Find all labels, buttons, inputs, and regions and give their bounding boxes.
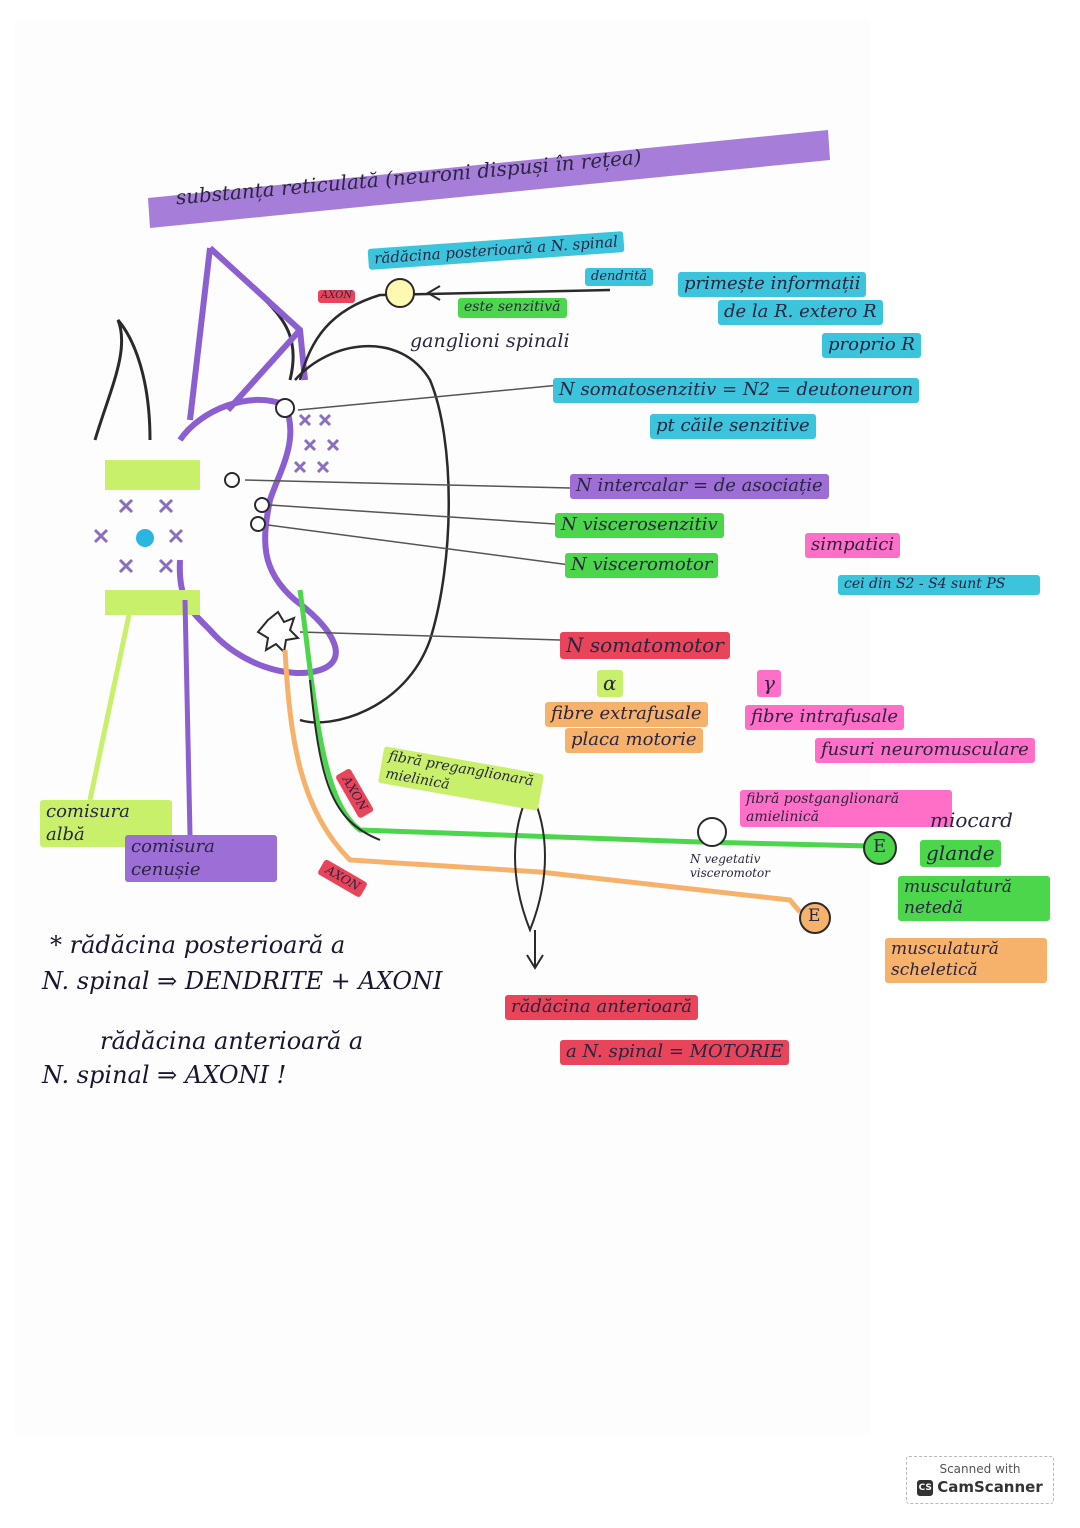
effector-somatic-label: E bbox=[808, 906, 821, 926]
gray-commissure-label: comisura cenușie bbox=[125, 835, 277, 882]
posterior-column bbox=[187, 245, 308, 421]
motor-plate-label: placa motorie bbox=[565, 728, 703, 753]
vegetative-ganglion bbox=[697, 817, 727, 847]
proprio-label: proprio R bbox=[822, 333, 921, 358]
visceromotor-label: N visceromotor bbox=[565, 553, 719, 578]
anterior-root-label-2: a N. spinal = MOTORIE bbox=[560, 1040, 790, 1065]
root-split bbox=[514, 789, 546, 933]
sensitive-label: este senzitivă bbox=[458, 298, 567, 318]
extrafusal-label: fibre extrafusale bbox=[545, 702, 708, 727]
somatosensitive-neuron bbox=[275, 398, 295, 418]
gray-commissure-marks bbox=[93, 498, 184, 574]
spinal-ganglion bbox=[385, 278, 415, 308]
posterior-root-fiber bbox=[298, 288, 611, 381]
intercalar-label: N intercalar = de asociație bbox=[570, 474, 829, 499]
somatomotor-neuron bbox=[256, 610, 301, 655]
effector-visceral bbox=[863, 831, 897, 865]
somatosensitive-label: N somatosenzitiv = N2 = deutoneuron bbox=[553, 378, 920, 403]
lateral-lime bbox=[105, 460, 200, 490]
myocardium-label: miocard bbox=[930, 808, 1013, 832]
spindles-label: fusuri neuromusculare bbox=[815, 738, 1035, 763]
note-line-2: N. spinal ⇒ DENDRITE + AXONI bbox=[42, 967, 443, 995]
effector-visceral-label: E bbox=[873, 836, 887, 857]
receives-info-label: primește informații bbox=[678, 272, 867, 297]
visceral-neuron-label: N vegetativ visceromotor bbox=[690, 852, 770, 880]
intrafusal-label: fibre intrafusale bbox=[745, 705, 905, 730]
root-down-arrow bbox=[526, 930, 544, 970]
skeletal-muscle-label: musculatură scheletică bbox=[885, 938, 1047, 983]
effector-somatic bbox=[799, 902, 831, 934]
intercalar-neuron bbox=[224, 472, 240, 488]
viscerosensitive-neuron bbox=[254, 497, 270, 513]
postganglionic-label: fibră postganglionară amielinică bbox=[740, 790, 952, 827]
from-receptors-label: de la R. extero R bbox=[718, 300, 883, 325]
somatomotor-label: N somatomotor bbox=[560, 632, 730, 659]
dorsal-horn-marks bbox=[293, 413, 340, 474]
somatomotor-axon bbox=[282, 649, 802, 914]
note-line-4: N. spinal ⇒ AXONI ! bbox=[42, 1061, 287, 1089]
posterior-root-arrow bbox=[426, 285, 441, 301]
camscanner-logo-icon: CS bbox=[917, 1479, 934, 1496]
title-highlight bbox=[148, 130, 830, 228]
motor-root-line bbox=[309, 679, 381, 841]
leader-lines bbox=[244, 384, 571, 641]
note-line-1: * rădăcina posterioară a bbox=[50, 931, 346, 959]
ganglion-label: ganglioni spinali bbox=[410, 330, 570, 352]
axon-top-label: AXON bbox=[318, 290, 356, 303]
glands-label: glande bbox=[920, 840, 1001, 867]
alpha-label: α bbox=[597, 670, 623, 697]
ps-note-label: cei din S2 - S4 sunt PS bbox=[838, 575, 1040, 595]
sympathetic-label: simpatici bbox=[805, 533, 901, 558]
gamma-label: γ bbox=[757, 670, 781, 697]
white-commissure-label: comisura albă bbox=[40, 800, 172, 847]
camscanner-name: CamScanner bbox=[937, 1478, 1043, 1496]
spinal-cord-outline bbox=[294, 345, 450, 724]
white-commissure-line bbox=[87, 609, 133, 801]
dendrite-label: dendrită bbox=[585, 268, 654, 287]
visceromotor-neuron bbox=[250, 516, 266, 532]
central-canal bbox=[136, 529, 154, 547]
anterior-root-label: rădăcina anterioară bbox=[505, 995, 698, 1020]
scanned-with-text: Scanned with bbox=[939, 1462, 1021, 1476]
smooth-muscle-label: musculatură netedă bbox=[898, 876, 1050, 921]
viscerosensitive-label: N viscerosenzitiv bbox=[555, 513, 724, 538]
sensitive-paths-label: pt căile senzitive bbox=[650, 414, 816, 439]
gray-commissure-line bbox=[182, 599, 193, 836]
note-line-3: rădăcina anterioară a bbox=[100, 1027, 364, 1055]
lateral-lime-2 bbox=[105, 590, 200, 615]
